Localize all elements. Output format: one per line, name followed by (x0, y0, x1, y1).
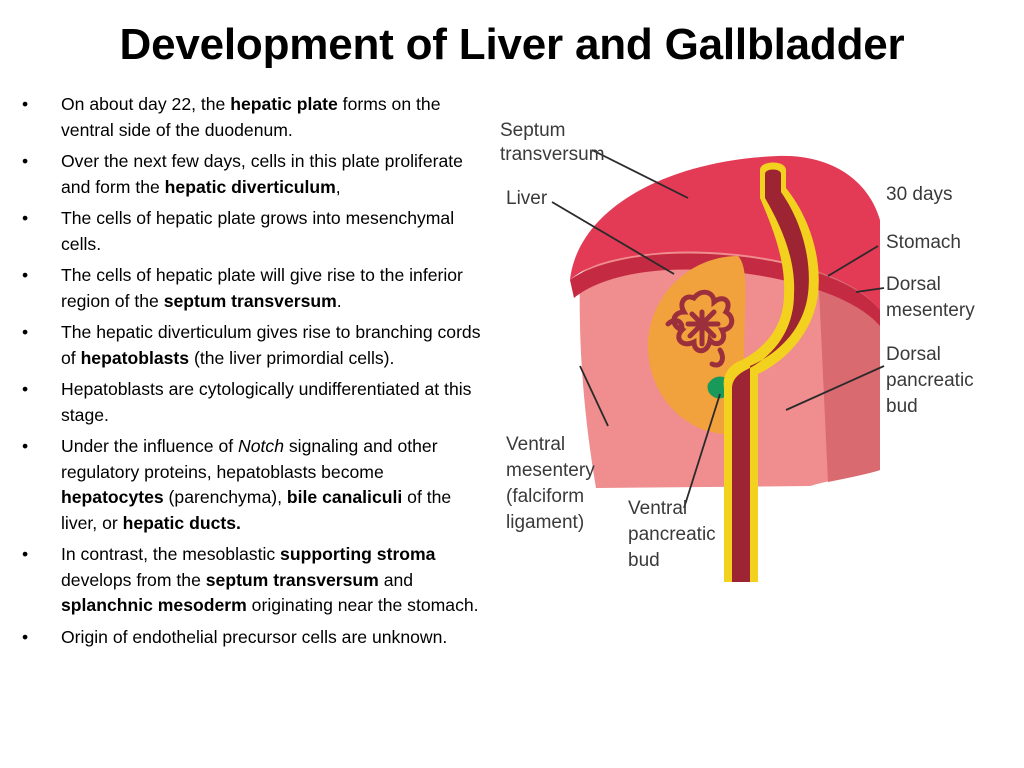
leader-lines (551, 149, 885, 509)
bullet-item: Hepatoblasts are cytologically undiffere… (22, 377, 488, 428)
label-transversum: transversum (500, 144, 605, 165)
label-dorsal-pancreatic-1: Dorsal (886, 344, 941, 365)
diagram-svg: Septum transversum Liver 30 days Stomach… (500, 120, 975, 582)
label-ventral-mesentery-3: (falciform (506, 486, 584, 507)
bullet-bold-text: hepatic plate (230, 94, 338, 114)
bullet-text: In contrast, the mesoblastic (61, 544, 281, 564)
bullet-text: Over the next few days, cells in this pl… (61, 151, 463, 197)
bullet-item: The hepatic diverticulum gives rise to b… (22, 320, 488, 371)
label-dorsal-pancreatic-3: bud (886, 396, 918, 417)
label-ventral-mesentery-2: mesentery (506, 460, 595, 481)
bullet-text: (parenchyma), (163, 487, 287, 507)
bullet-item: The cells of hepatic plate grows into me… (22, 206, 488, 257)
label-dorsal-pancreatic-2: pancreatic (886, 370, 974, 391)
bullet-bold-text: splanchnic mesoderm (61, 595, 247, 615)
bullet-item: In contrast, the mesoblastic supporting … (22, 542, 488, 619)
bullet-text: Hepatoblasts are cytologically undiffere… (61, 379, 472, 425)
bullet-text: (the liver primordial cells). (189, 347, 395, 368)
bullet-bold-text: septum transversum (163, 290, 337, 311)
bullet-bold-text: supporting stroma (280, 544, 436, 564)
bullet-text: forms on the ventral side of the duodenu… (61, 94, 441, 140)
hepatic-cords (665, 289, 735, 368)
bullet-item: On about day 22, the hepatic plate forms… (22, 92, 488, 143)
bullet-text: Under the influence of (61, 436, 239, 456)
body-side (818, 268, 880, 482)
bullet-text: , (335, 176, 341, 197)
label-stomach: Stomach (886, 232, 961, 253)
label-ventral-mesentery-1: Ventral (506, 434, 565, 455)
bullet-item: The cells of hepatic plate will give ris… (22, 263, 488, 314)
bullet-bold-text: hepatocytes (61, 487, 164, 507)
septum-transversum (570, 155, 880, 310)
label-ventral-pancreatic-1: Ventral (628, 498, 687, 519)
bullet-bold-text: hepatoblasts (80, 347, 190, 368)
label-ventral-pancreatic-2: pancreatic (628, 524, 716, 545)
label-septum: Septum (500, 120, 565, 141)
bullet-list: On about day 22, the hepatic plate forms… (22, 92, 488, 656)
bullet-text: . (336, 290, 342, 311)
label-dorsal-mesentery-2: mesentery (886, 300, 975, 321)
label-ventral-mesentery-4: ligament) (506, 512, 584, 533)
bullet-text: and (378, 569, 414, 590)
bullet-text: signaling and other regulatory proteins,… (61, 436, 438, 482)
diagram-labels: Septum transversum Liver 30 days Stomach… (500, 120, 975, 571)
bullet-text: develops from the (61, 569, 206, 590)
bullet-text: Origin of endothelial precursor cells ar… (61, 626, 448, 647)
slide-title: Development of Liver and Gallbladder (119, 20, 905, 69)
label-dorsal-mesentery-1: Dorsal (886, 274, 941, 295)
bullet-text: The cells of hepatic plate grows into me… (61, 208, 455, 254)
label-ventral-pancreatic-3: bud (628, 550, 660, 571)
bullet-text: The hepatic diverticulum gives rise to b… (61, 322, 481, 368)
label-liver: Liver (506, 188, 548, 209)
label-30-days: 30 days (886, 184, 953, 205)
bullet-text: On about day 22, the (61, 94, 231, 114)
bullet-text: originating near the stomach. (246, 595, 479, 615)
liver-development-diagram: Septum transversum Liver 30 days Stomach… (488, 98, 1024, 582)
bullet-text: The cells of hepatic plate will give ris… (61, 265, 463, 311)
bullet-bold-text: hepatic ducts. (122, 512, 241, 533)
bullet-item: Origin of endothelial precursor cells ar… (22, 625, 488, 651)
bullet-bold-text: bile canaliculi (286, 487, 403, 507)
bullet-bold-text: hepatic diverticulum (164, 176, 336, 197)
bullet-bold-text: septum transversum (205, 569, 379, 590)
bullet-item: Over the next few days, cells in this pl… (22, 149, 488, 200)
bullet-item: Under the influence of Notch signaling a… (22, 434, 488, 536)
gut-lumen (732, 169, 809, 582)
bullet-text: of the liver, or (61, 487, 452, 533)
bullet-italic-text: Notch (238, 436, 284, 456)
